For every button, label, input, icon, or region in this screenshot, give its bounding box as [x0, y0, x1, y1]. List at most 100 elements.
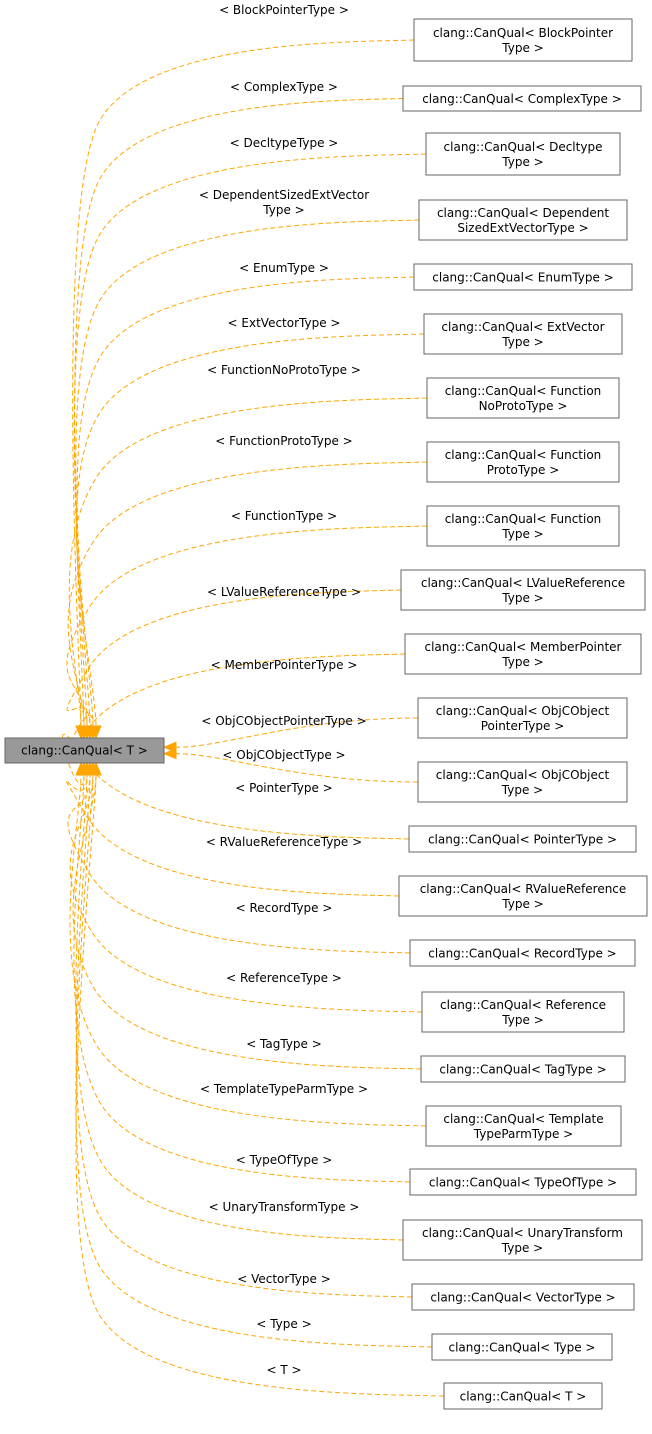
- inheritance-arrowhead: [87, 725, 99, 740]
- specialization-label-line: clang::CanQual< EnumType >: [432, 271, 613, 285]
- specialization-label-line: clang::CanQual< Dependent: [437, 206, 609, 220]
- specialization-label-line: clang::CanQual< PointerType >: [428, 833, 617, 847]
- edge-label-line: < RecordType >: [236, 901, 333, 915]
- specialization-label: clang::CanQual< PointerType >: [428, 833, 617, 847]
- specialization-node[interactable]: clang::CanQual< ComplexType >: [402, 85, 642, 112]
- specialization-node[interactable]: clang::CanQual< PointerType >: [408, 825, 637, 853]
- specialization-node[interactable]: clang::CanQual< TagType >: [420, 1055, 626, 1083]
- specialization-label-line: ProtoType >: [487, 463, 560, 477]
- specialization-label-line: Type >: [501, 591, 543, 605]
- specialization-label-line: PointerType >: [481, 719, 565, 733]
- specialization-box[interactable]: [409, 939, 636, 967]
- specialization-label-line: clang::CanQual< RValueReference: [420, 882, 627, 896]
- inheritance-edge: [69, 774, 427, 1127]
- specialization-node[interactable]: clang::CanQual< EnumType >: [413, 263, 633, 291]
- specialization-box[interactable]: [421, 991, 625, 1033]
- inheritance-edge: [72, 774, 422, 1070]
- edge-label-line: < FunctionNoProtoType >: [207, 363, 361, 377]
- specialization-box[interactable]: [409, 1168, 637, 1196]
- edge-label-line: < VectorType >: [237, 1272, 331, 1286]
- base-class-box[interactable]: [4, 737, 165, 764]
- edge-label-line: < PointerType >: [235, 781, 332, 795]
- specialization-box[interactable]: [398, 875, 648, 917]
- specialization-label-line: clang::CanQual< BlockPointer: [433, 26, 613, 40]
- specialization-box[interactable]: [426, 441, 620, 483]
- inheritance-edge: [68, 397, 428, 727]
- specialization-box[interactable]: [417, 761, 628, 803]
- specialization-label-line: NoProtoType >: [479, 399, 568, 413]
- edge-label-line: < ReferenceType >: [226, 971, 342, 985]
- edge-label-layer: < BlockPointerType >< ComplexType >< Dec…: [199, 3, 369, 1377]
- specialization-node[interactable]: clang::CanQual< RecordType >: [409, 939, 636, 967]
- specialization-node[interactable]: clang::CanQual< Type >: [431, 1333, 613, 1361]
- specialization-box[interactable]: [417, 697, 628, 739]
- edge-label-line: < TypeOfType >: [236, 1153, 333, 1167]
- specialization-label-line: clang::CanQual< Function: [445, 448, 602, 462]
- specialization-box[interactable]: [404, 633, 642, 675]
- specialization-node[interactable]: clang::CanQual< TypeOfType >: [409, 1168, 637, 1196]
- edge-label: < VectorType >: [237, 1272, 331, 1286]
- specialization-node[interactable]: clang::CanQual< VectorType >: [411, 1283, 635, 1311]
- specialization-label: clang::CanQual< TypeOfType >: [429, 1176, 617, 1190]
- edge-label: < RecordType >: [236, 901, 333, 915]
- specialization-box[interactable]: [413, 18, 633, 62]
- specialization-label-line: clang::CanQual< VectorType >: [430, 1291, 615, 1305]
- edge-label-line: < EnumType >: [239, 261, 329, 275]
- edge-label-line: < DependentSizedExtVector: [199, 188, 369, 202]
- edge-label: < ExtVectorType >: [228, 316, 341, 330]
- inheritance-edge: [75, 219, 420, 727]
- specialization-box[interactable]: [402, 85, 642, 112]
- edge-label-line: < T >: [266, 1363, 301, 1377]
- specialization-node[interactable]: clang::CanQual< T >: [443, 1382, 603, 1410]
- specialization-label-line: Type >: [501, 783, 543, 797]
- specialization-box[interactable]: [420, 1055, 626, 1083]
- specialization-box[interactable]: [423, 313, 623, 355]
- inheritance-edge: [66, 525, 428, 727]
- specialization-box[interactable]: [400, 569, 646, 611]
- specialization-label-line: clang::CanQual< ExtVector: [441, 320, 604, 334]
- edge-label-line: < UnaryTransformType >: [209, 1200, 360, 1214]
- edge-label: < Type >: [256, 1317, 311, 1331]
- specialization-box[interactable]: [413, 263, 633, 291]
- edge-label-line: Type >: [262, 203, 304, 217]
- specialization-label: clang::CanQual< EnumType >: [432, 271, 613, 285]
- specialization-box[interactable]: [443, 1382, 603, 1410]
- inheritance-edge: [73, 774, 411, 1183]
- specialization-box[interactable]: [408, 825, 637, 853]
- specialization-box[interactable]: [402, 1219, 643, 1261]
- edge-label-line: < FunctionProtoType >: [215, 434, 352, 448]
- specialization-label-line: clang::CanQual< UnaryTransform: [422, 1226, 623, 1240]
- specialization-box[interactable]: [418, 199, 628, 241]
- edge-label: < ObjCObjectType >: [222, 748, 345, 762]
- edge-label: < T >: [266, 1363, 301, 1377]
- specialization-box[interactable]: [425, 132, 621, 176]
- base-class-node[interactable]: clang::CanQual< T >: [4, 737, 165, 764]
- specialization-label-line: Type >: [501, 335, 543, 349]
- inheritance-edge: [67, 461, 428, 727]
- edge-label-line: < TemplateTypeParmType >: [200, 1082, 368, 1096]
- specialization-box[interactable]: [426, 505, 620, 547]
- specialization-box[interactable]: [431, 1333, 613, 1361]
- specialization-box[interactable]: [411, 1283, 635, 1311]
- specialization-box[interactable]: [425, 1105, 622, 1147]
- specialization-box[interactable]: [426, 377, 620, 419]
